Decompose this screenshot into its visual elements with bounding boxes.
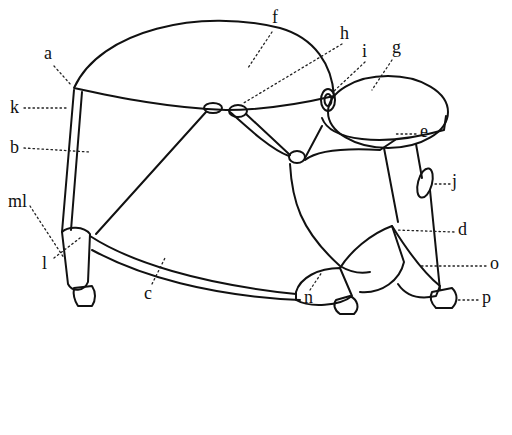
callout-letter: a (44, 44, 52, 62)
callout-letter: b (10, 138, 19, 156)
callout-letter: ml (8, 192, 27, 210)
callout-letter: h (340, 24, 349, 42)
callout-letter: j (452, 172, 457, 190)
callout-letter: k (10, 98, 19, 116)
callout-letter: e (420, 122, 428, 140)
callout-letter: c (144, 284, 152, 302)
callout-letter: l (42, 254, 47, 272)
callout-letter: f (272, 8, 278, 26)
callout-letter: d (458, 220, 467, 238)
leader-lines (24, 32, 486, 300)
callout-letter: n (304, 288, 313, 306)
callout-letter: p (482, 288, 491, 306)
callout-letter: g (392, 38, 401, 56)
callout-letter: o (490, 254, 499, 272)
callout-letter: i (362, 42, 367, 60)
